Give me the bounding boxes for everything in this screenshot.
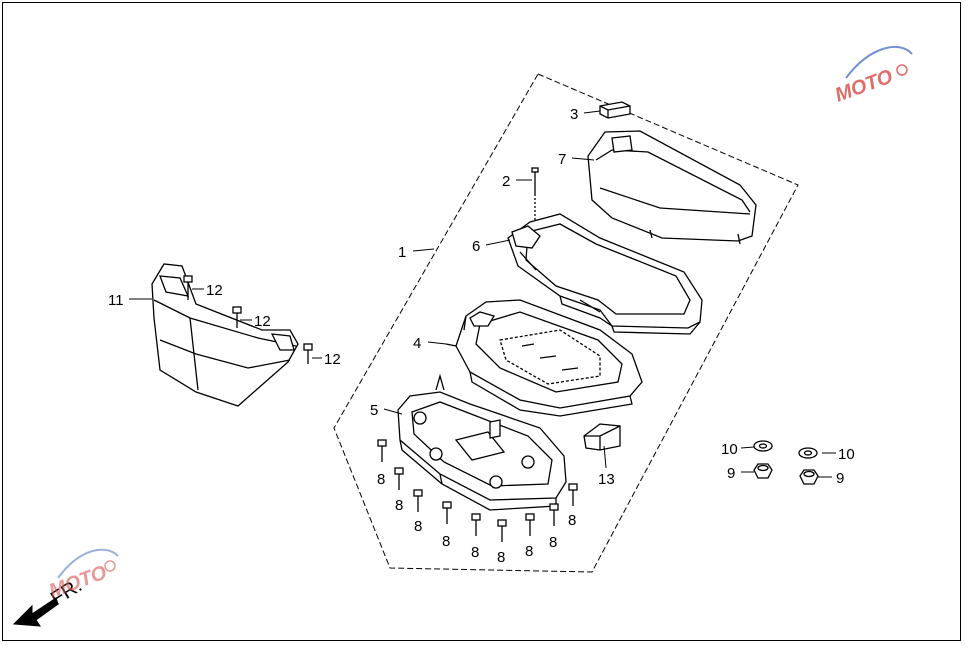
front-arrow-icon bbox=[12, 597, 59, 627]
callout-10-a: 10 bbox=[721, 441, 738, 458]
callout-13: 13 bbox=[598, 471, 615, 488]
screw-part-12-a bbox=[183, 275, 193, 300]
callout-8-e: 8 bbox=[471, 544, 479, 561]
nut-part-9-a bbox=[753, 463, 773, 479]
screw-part-8-i bbox=[568, 483, 578, 506]
callout-9-a: 9 bbox=[727, 465, 735, 482]
callout-10-b: 10 bbox=[838, 446, 855, 463]
screw-part-2 bbox=[531, 167, 539, 220]
callout-8-f: 8 bbox=[497, 549, 505, 566]
meter-top-cover-part-7 bbox=[587, 130, 757, 245]
nut-part-9-b bbox=[799, 469, 819, 485]
screw-part-12-b bbox=[232, 306, 242, 328]
callout-8-a: 8 bbox=[377, 471, 385, 488]
callout-8-c: 8 bbox=[414, 518, 422, 535]
callout-4: 4 bbox=[413, 335, 421, 352]
callout-12-c: 12 bbox=[324, 351, 341, 368]
callout-8-g: 8 bbox=[525, 543, 533, 560]
rubber-block-part-13 bbox=[583, 423, 621, 451]
screw-part-8-g bbox=[525, 513, 535, 536]
callout-6: 6 bbox=[472, 238, 480, 255]
meter-lens-frame-part-6 bbox=[507, 213, 703, 335]
meter-lower-case-part-5 bbox=[397, 373, 567, 511]
callout-5: 5 bbox=[370, 402, 378, 419]
callout-12-b: 12 bbox=[254, 313, 271, 330]
callout-2: 2 bbox=[502, 173, 510, 190]
callout-8-d: 8 bbox=[442, 533, 450, 550]
callout-8-i: 8 bbox=[568, 512, 576, 529]
gear-icon bbox=[896, 64, 908, 76]
meter-visor-part-11 bbox=[151, 263, 299, 407]
callout-7: 7 bbox=[558, 151, 566, 168]
screw-part-8-f bbox=[497, 519, 507, 542]
leader-lines bbox=[129, 110, 836, 478]
screw-group-part-8 bbox=[377, 439, 578, 542]
screw-part-8-d bbox=[442, 501, 452, 524]
watermark-text-top: MOTO bbox=[832, 65, 896, 106]
callout-1: 1 bbox=[398, 244, 406, 261]
callout-9-b: 9 bbox=[836, 470, 844, 487]
screw-part-8-b bbox=[394, 467, 404, 490]
screw-part-12-c bbox=[303, 343, 313, 364]
screw-part-8-a bbox=[377, 439, 387, 462]
washer-part-10-b bbox=[798, 447, 818, 459]
callout-3: 3 bbox=[570, 106, 578, 123]
assembly-outline-1 bbox=[333, 73, 799, 573]
meter-assembly-part-4 bbox=[445, 299, 643, 417]
callout-12-a: 12 bbox=[206, 282, 223, 299]
gear-icon bbox=[104, 560, 116, 572]
screw-part-8-h bbox=[549, 503, 559, 526]
watermark-logo-top-right: MOTO bbox=[832, 45, 913, 107]
washer-part-10-a bbox=[753, 440, 773, 452]
rubber-plug-part-3 bbox=[599, 101, 631, 119]
screw-part-8-c bbox=[413, 489, 423, 512]
callout-8-b: 8 bbox=[395, 497, 403, 514]
callout-labels: 3 7 2 1 6 4 5 11 12 12 12 13 10 10 9 9 8… bbox=[108, 106, 855, 566]
callout-8-h: 8 bbox=[549, 534, 557, 551]
callout-11: 11 bbox=[108, 292, 124, 309]
screw-part-8-e bbox=[471, 513, 481, 536]
